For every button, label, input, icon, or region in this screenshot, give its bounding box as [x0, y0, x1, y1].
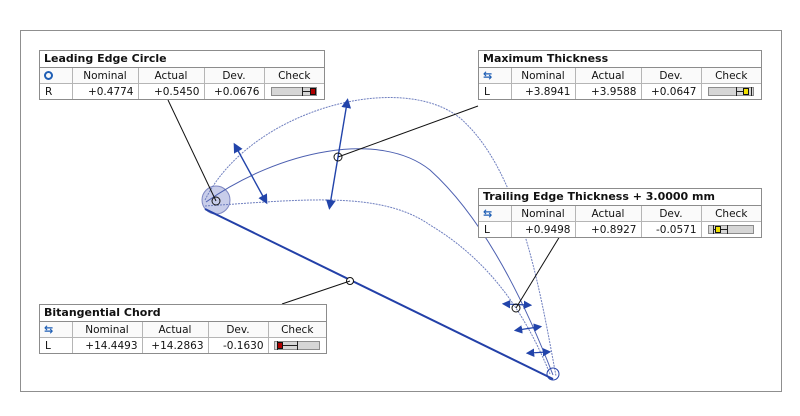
leading-thickness-dimension	[233, 142, 268, 205]
chord-leader	[281, 280, 351, 305]
actual-value: +0.5450	[138, 83, 205, 99]
distance-arrows-icon: ⇆	[483, 68, 492, 82]
check-gauge	[274, 341, 321, 350]
leading-edge-leader	[167, 99, 217, 202]
nominal-value: +0.4774	[72, 83, 139, 99]
chord-line	[204, 208, 554, 380]
actual-value: +0.8927	[575, 221, 642, 237]
trailing-edge-circle	[546, 367, 560, 381]
leading-edge-point	[211, 196, 221, 206]
header-dev: Dev.	[641, 68, 702, 84]
check-gauge	[271, 87, 318, 96]
distance-arrows-icon: ⇆	[483, 206, 492, 220]
circle-icon	[44, 71, 53, 80]
header-dev: Dev.	[208, 322, 269, 338]
dev-value: +0.0676	[204, 83, 265, 99]
nominal-value: +0.9498	[511, 221, 576, 237]
panel-title: Trailing Edge Thickness + 3.0000 mm	[479, 189, 761, 206]
header-actual: Actual	[575, 68, 642, 84]
suction-side-profile	[204, 97, 557, 377]
max-thickness-panel: Maximum Thickness ⇆ Nominal Actual Dev. …	[478, 50, 762, 100]
check-mark	[715, 226, 722, 233]
axis-label: L	[479, 83, 512, 99]
header-nominal: Nominal	[511, 68, 576, 84]
max-thickness-point	[333, 152, 343, 162]
header-nominal: Nominal	[72, 322, 143, 338]
axis-label: L	[40, 337, 73, 353]
header-actual: Actual	[142, 322, 209, 338]
nominal-value: +14.4493	[72, 337, 143, 353]
pressure-side-profile	[204, 199, 551, 375]
header-nominal: Nominal	[511, 206, 576, 222]
bitangential-chord-panel: Bitangential Chord ⇆ Nominal Actual Dev.…	[39, 304, 327, 354]
nominal-value: +3.8941	[511, 83, 576, 99]
trailing-edge-point	[511, 303, 521, 313]
header-actual: Actual	[575, 206, 642, 222]
leading-edge-panel: Leading Edge Circle Nominal Actual Dev. …	[39, 50, 325, 100]
check-mark	[743, 88, 750, 95]
camber-line	[205, 148, 554, 376]
axis-label: R	[40, 83, 73, 99]
check-mark	[310, 88, 317, 95]
dev-value: -0.0571	[641, 221, 702, 237]
header-check: Check	[268, 322, 326, 338]
panel-title: Leading Edge Circle	[40, 51, 324, 68]
panel-title: Maximum Thickness	[479, 51, 761, 68]
header-nominal: Nominal	[72, 68, 139, 84]
header-check: Check	[701, 206, 761, 222]
trailing-thickness-dimension-3	[525, 348, 552, 357]
dev-value: +0.0647	[641, 83, 702, 99]
max-thickness-dimension	[325, 98, 352, 210]
check-gauge	[708, 87, 755, 96]
trailing-edge-leader	[515, 235, 561, 309]
trailing-thickness-dimension-2	[513, 323, 543, 334]
max-thickness-leader	[337, 105, 479, 158]
header-dev: Dev.	[641, 206, 702, 222]
header-check: Check	[701, 68, 761, 84]
check-mark	[277, 342, 284, 349]
header-actual: Actual	[138, 68, 205, 84]
diagram-frame	[20, 30, 782, 392]
axis-label: L	[479, 221, 512, 237]
distance-arrows-icon: ⇆	[44, 322, 53, 336]
header-check: Check	[264, 68, 324, 84]
check-gauge	[708, 225, 755, 234]
panel-title: Bitangential Chord	[40, 305, 326, 322]
actual-value: +3.9588	[575, 83, 642, 99]
header-dev: Dev.	[204, 68, 265, 84]
dev-value: -0.1630	[208, 337, 269, 353]
actual-value: +14.2863	[142, 337, 209, 353]
trailing-edge-panel: Trailing Edge Thickness + 3.0000 mm ⇆ No…	[478, 188, 762, 238]
